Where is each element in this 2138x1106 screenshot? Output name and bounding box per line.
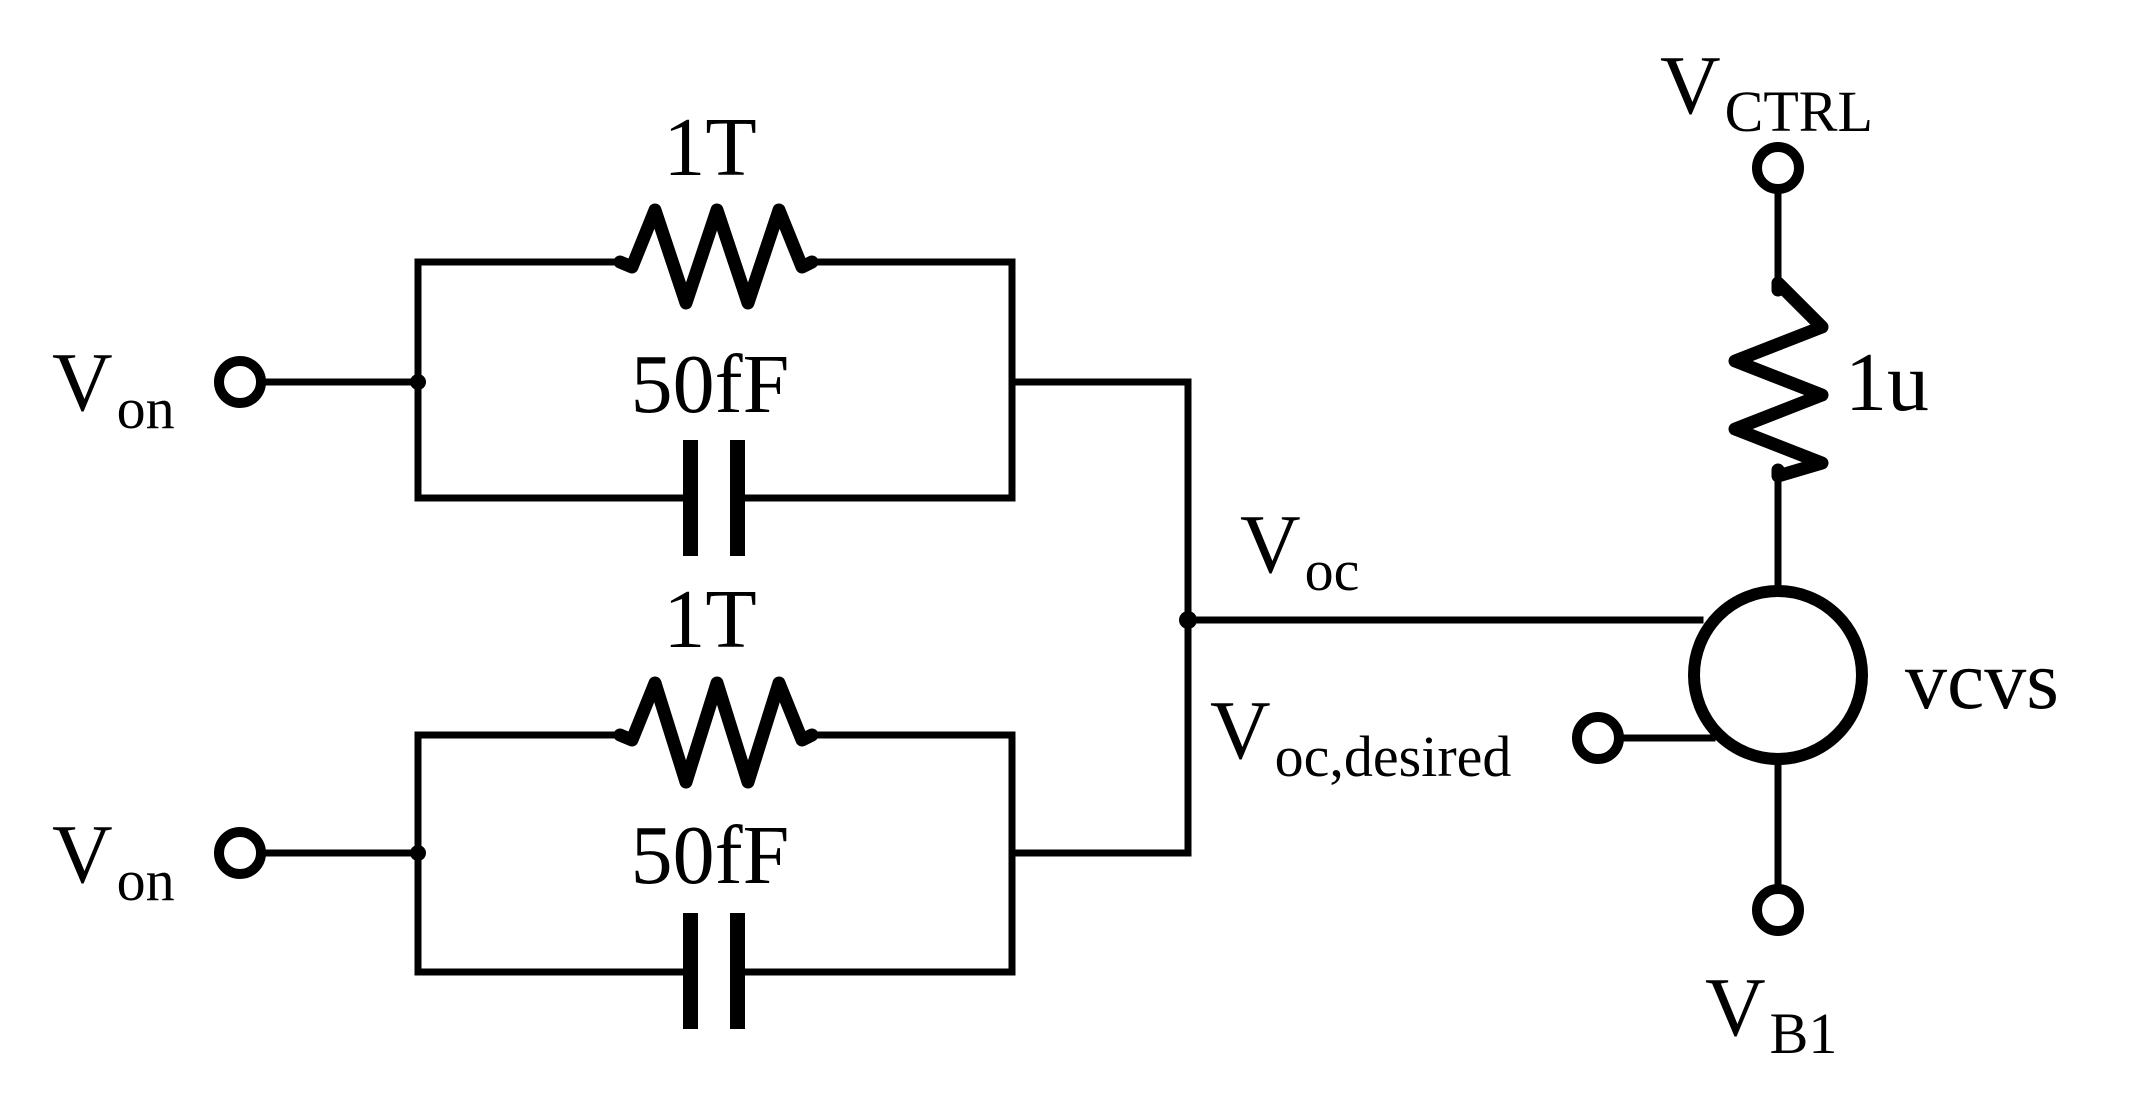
- vcvs-stage: [1179, 186, 1868, 888]
- ctrl-resistor: [1728, 276, 1829, 483]
- ctrl-resistor-label: 1u: [1845, 336, 1929, 429]
- top-junction-dot: [410, 374, 426, 390]
- vctrl-terminal: [1752, 142, 1804, 194]
- bottom-capacitor-label: 50fF: [631, 809, 790, 902]
- top-capacitor-label: 50fF: [631, 338, 790, 431]
- top-resistor: [613, 203, 819, 310]
- top-resistor-label: 1T: [663, 101, 756, 194]
- vctrl-label: VCTRL: [1660, 39, 1873, 144]
- voc-desired-terminal: [1572, 712, 1624, 764]
- bottom-rc-branch: [261, 676, 1192, 1029]
- bottom-resistor: [613, 676, 819, 789]
- vcvs-label: vcvs: [1905, 634, 2059, 727]
- voc-desired-label: Voc,desired: [1210, 684, 1511, 789]
- vb1-terminal: [1752, 884, 1804, 936]
- von-top-terminal: [214, 356, 266, 408]
- bottom-capacitor-plate-right: [730, 913, 745, 1029]
- bottom-capacitor-plate-left: [683, 913, 698, 1029]
- von-bottom-label: Von: [52, 808, 175, 913]
- top-capacitor-plate-left: [683, 440, 698, 556]
- top-capacitor-plate-right: [730, 440, 745, 556]
- top-rc-branch: [261, 203, 1192, 556]
- voc-label: Voc: [1240, 498, 1359, 603]
- bottom-junction-dot: [410, 845, 426, 861]
- von-bottom-terminal: [214, 827, 266, 879]
- vcvs-source: [1688, 585, 1868, 765]
- von-top-label: Von: [52, 336, 175, 441]
- vb1-label: VB1: [1705, 961, 1837, 1066]
- bottom-resistor-label: 1T: [663, 573, 756, 666]
